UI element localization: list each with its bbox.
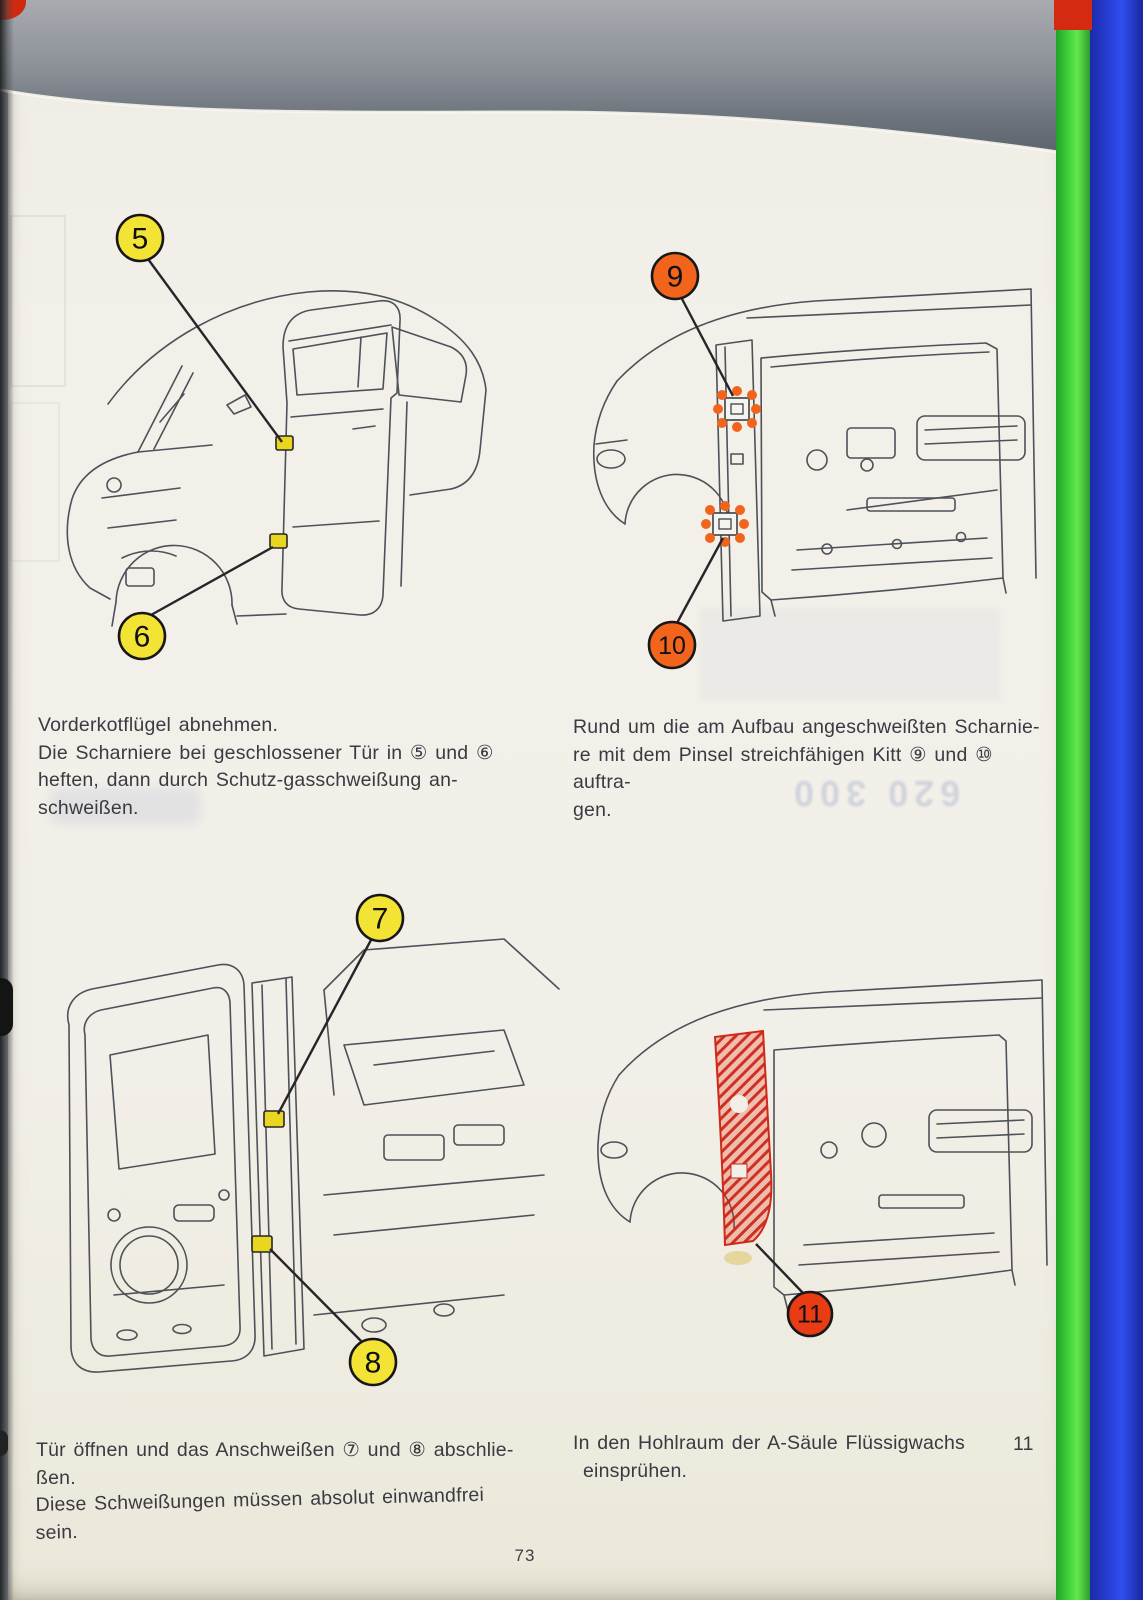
- caption-line: Die Scharniere bei geschlossener Tür in …: [38, 741, 494, 764]
- lower-hinge-highlight: [251, 1235, 273, 1253]
- svg-text:9: 9: [667, 261, 684, 294]
- page-number: 73: [514, 1546, 536, 1565]
- callout-9: 9: [650, 251, 735, 397]
- binder-clip: [0, 978, 13, 1036]
- showthrough-blob: [700, 608, 1000, 700]
- kit-plate-upper: [713, 386, 761, 432]
- kit-plate-lower: [701, 501, 749, 547]
- wax-stain: [724, 1251, 752, 1265]
- caption-line: re mit dem Pinsel streichfähigen Kitt ⑨ …: [573, 743, 993, 794]
- svg-text:6: 6: [134, 621, 151, 654]
- callout-10: 10: [647, 537, 725, 670]
- book-spine-shadow: [0, 0, 14, 1600]
- car-line-art: [66, 290, 487, 627]
- caption-line: Rund um die am Aufbau angeschweißten Sch…: [573, 716, 1040, 738]
- caption-line: In den Hohlraum der A-Säule Flüssigwachs: [573, 1432, 965, 1454]
- svg-text:7: 7: [372, 903, 389, 936]
- figure-door-hinges-5-6: 5 6: [66, 213, 487, 661]
- caption-top-right: Rund um die am Aufbau angeschweißten Sch…: [573, 714, 1053, 824]
- binder-clip-small: [0, 1430, 8, 1456]
- caption-top-left: Vorderkotflügel abnehmen. Die Scharniere…: [38, 712, 538, 822]
- caption-line: einsprühen.: [583, 1459, 688, 1482]
- svg-text:10: 10: [658, 632, 686, 660]
- book-cover-blue-strip: [1090, 0, 1143, 1600]
- caption-line: gen.: [573, 798, 612, 821]
- margin-number: 11: [1013, 1433, 1034, 1455]
- callout-6: 6: [117, 545, 274, 661]
- figure-kit-hinges-9-10: 9 10: [592, 251, 1037, 670]
- svg-text:8: 8: [365, 1347, 382, 1380]
- callout-7: 7: [276, 893, 405, 1115]
- figure-open-door-hinges-7-8: 7 8: [67, 893, 560, 1387]
- svg-text:11: 11: [797, 1301, 823, 1329]
- book-cover-green-strip: [1056, 26, 1090, 1600]
- door-line-art: [67, 938, 560, 1373]
- caption-line: ßen.: [36, 1466, 76, 1489]
- upper-hinge-highlight: [263, 1110, 285, 1128]
- caption-line: Vorderkotflügel abnehmen.: [38, 714, 279, 736]
- caption-line: Tür öffnen und das Anschweißen ⑦ und ⑧ a…: [36, 1439, 514, 1461]
- wax-area-highlight: [713, 1029, 773, 1247]
- showthrough-blob: [50, 788, 200, 824]
- svg-text:5: 5: [132, 223, 149, 256]
- body-line-art: [592, 288, 1037, 622]
- caption-bottom-left: Tür öffnen und das Anschweißen ⑦ und ⑧ a…: [35, 1437, 546, 1547]
- callout-5: 5: [115, 213, 283, 443]
- red-corner-top-right: [1054, 0, 1092, 30]
- caption-line: schweißen.: [38, 796, 139, 819]
- body-line-art: [597, 979, 1048, 1312]
- pillar-hole: [730, 1163, 748, 1179]
- callout-8: 8: [269, 1248, 398, 1387]
- manual-page: [8, 84, 1066, 1600]
- lower-hinge-highlight: [269, 533, 288, 549]
- callout-11: 11: [755, 1243, 834, 1338]
- photo-top-shadow: [0, 0, 1072, 156]
- caption-line: heften, dann durch Schutz-gasschweißung …: [38, 769, 458, 791]
- caption-bottom-right: In den Hohlraum der A-Säule Flüssigwachs…: [573, 1430, 1053, 1485]
- pillar-hole: [730, 1095, 748, 1113]
- figure-a-pillar-wax-11: 11: [597, 979, 1048, 1338]
